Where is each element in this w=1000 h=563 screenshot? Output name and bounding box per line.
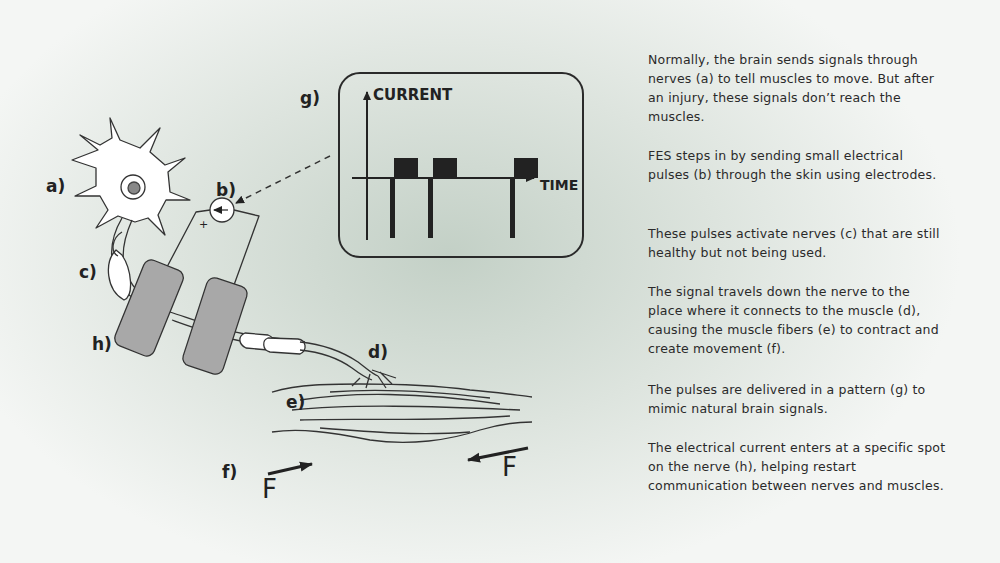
callout-letter: c) xyxy=(79,262,97,282)
pulse-train xyxy=(390,158,538,238)
neuron xyxy=(72,118,190,235)
polarity-sign: + xyxy=(199,218,208,231)
electrode xyxy=(112,257,185,358)
callout-letter: e) xyxy=(286,392,305,412)
electrode xyxy=(181,276,249,376)
callout-letter: g) xyxy=(300,88,320,108)
paragraph: The electrical current enters at a speci… xyxy=(648,438,948,495)
muscle xyxy=(272,384,532,442)
callout-letter: h) xyxy=(92,334,112,354)
force-label: F xyxy=(262,474,277,504)
axis-label: CURRENT xyxy=(373,86,452,104)
paragraph: The pulses are delivered in a pattern (g… xyxy=(648,380,948,418)
paragraph: These pulses activate nerves (c) that ar… xyxy=(648,224,948,262)
callout-letter: a) xyxy=(46,176,65,196)
paragraph: FES steps in by sending small electrical… xyxy=(648,146,948,184)
callout-letter: b) xyxy=(216,180,236,200)
callout-letter: f) xyxy=(222,462,237,482)
graph-box: CURRENT TIME xyxy=(338,72,584,258)
callout-letter: d) xyxy=(368,342,388,362)
paragraph: The signal travels down the nerve to the… xyxy=(648,282,948,358)
force-label: F xyxy=(502,452,517,482)
paragraph: Normally, the brain sends signals throug… xyxy=(648,50,948,126)
axis-label: TIME xyxy=(540,177,578,193)
